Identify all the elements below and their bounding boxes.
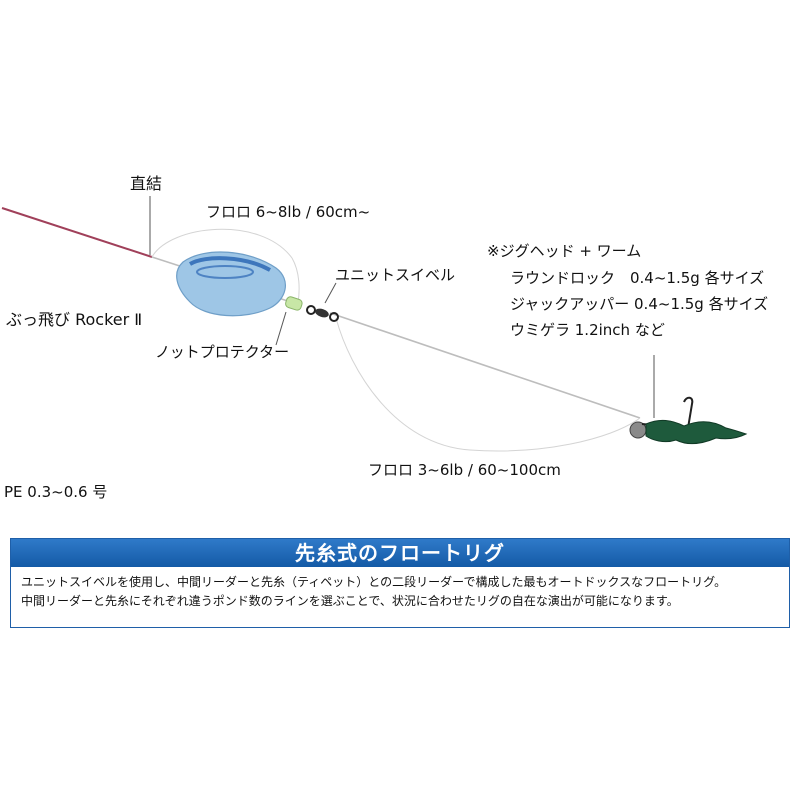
lower-leader-label: フロロ 3~6lb / 60~100cm (368, 461, 561, 479)
rig-description: ユニットスイベルを使用し、中間リーダーと先糸（ティペット）との二段リーダーで構成… (11, 567, 789, 611)
lure-note-jack-upper: ジャックアッパー 0.4~1.5g 各サイズ (510, 295, 769, 313)
pe-main-line (1, 207, 153, 258)
upper-leader-label: フロロ 6~8lb / 60cm~ (206, 203, 371, 221)
rig-title: 先糸式のフロートリグ (11, 539, 789, 567)
knot-protector-label: ノットプロテクター (155, 343, 290, 361)
lure-notes-heading: ※ジグヘッド + ワーム (487, 242, 642, 260)
float-name-label: ぶっ飛び Rocker Ⅱ (6, 310, 143, 329)
rig-description-line-1: ユニットスイベルを使用し、中間リーダーと先糸（ティペット）との二段リーダーで構成… (21, 575, 727, 589)
lower-leader-loop (335, 317, 641, 452)
tippet-line (329, 312, 641, 419)
unit-swivel (306, 305, 339, 322)
upper-leader-loop (151, 228, 300, 304)
float-body (176, 251, 286, 317)
knot-protector (285, 296, 303, 311)
description-panel: 先糸式のフロートリグ ユニットスイベルを使用し、中間リーダーと先糸（ティペット）… (10, 538, 790, 628)
knot-protector-pointer (275, 311, 287, 346)
rig-description-line-2: 中間リーダーと先糸にそれぞれ違うポンド数のラインを選ぶことで、状況に合わせたリグ… (21, 594, 679, 608)
main-line-label: PE 0.3~0.6 号 (4, 483, 108, 501)
rig-diagram (1, 196, 748, 452)
direct-knot-label: 直結 (130, 174, 163, 193)
worm (645, 419, 748, 445)
lure-note-round-rock: ラウンドロック 0.4~1.5g 各サイズ (510, 269, 765, 287)
lure-note-umigera: ウミゲラ 1.2inch など (510, 321, 665, 339)
swivel-label: ユニットスイベル (335, 266, 456, 284)
swivel-pointer (324, 282, 337, 304)
